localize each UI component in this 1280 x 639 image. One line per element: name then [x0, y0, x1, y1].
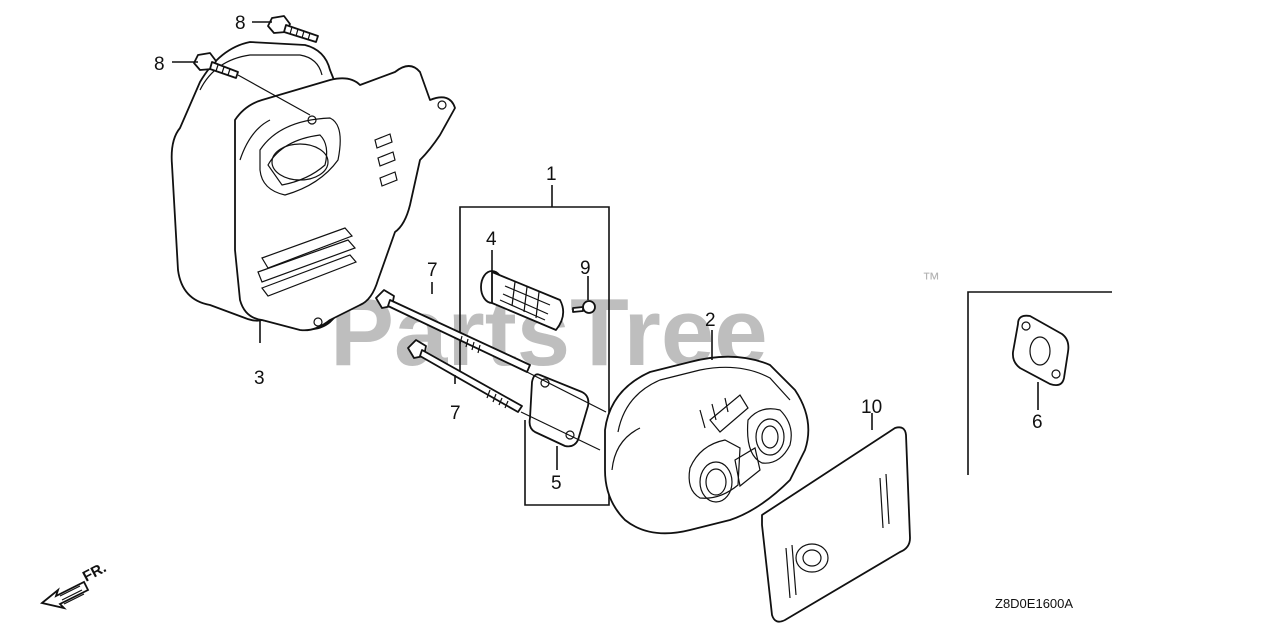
- muffler-plate-part[interactable]: [528, 373, 590, 448]
- callout-9: 9: [580, 258, 591, 279]
- front-direction-arrow-icon: [39, 580, 90, 610]
- callout-6: 6: [1032, 412, 1043, 433]
- callout-7-upper: 7: [427, 260, 438, 281]
- callout-8-lower: 8: [154, 54, 165, 75]
- callout-8-upper: 8: [235, 13, 246, 34]
- muffler-protector-part[interactable]: [170, 41, 456, 332]
- gasket-6-box: [967, 291, 1112, 475]
- drawing-code: Z8D0E1600A: [995, 596, 1073, 611]
- spark-arrester-part[interactable]: [480, 270, 565, 331]
- callout-3: 3: [254, 368, 265, 389]
- assembly-1-bracket: [459, 206, 610, 506]
- callout-2: 2: [705, 310, 716, 331]
- stud-bolt-lower[interactable]: [407, 339, 523, 413]
- flange-bolt-upper[interactable]: [267, 15, 319, 43]
- trademark-symbol: ™: [922, 269, 940, 289]
- callout-1: 1: [546, 164, 557, 185]
- flange-bolt-lower[interactable]: [193, 52, 239, 79]
- callout-10: 10: [861, 397, 882, 418]
- callout-5: 5: [551, 473, 562, 494]
- screw-part[interactable]: [572, 300, 596, 314]
- callout-4: 4: [486, 229, 497, 250]
- muffler-body-part[interactable]: [604, 355, 810, 535]
- callout-7-lower: 7: [450, 403, 461, 424]
- exhaust-gasket-part[interactable]: [1011, 314, 1070, 387]
- leader-lines: [172, 21, 1039, 470]
- heat-shield-part[interactable]: [761, 426, 911, 623]
